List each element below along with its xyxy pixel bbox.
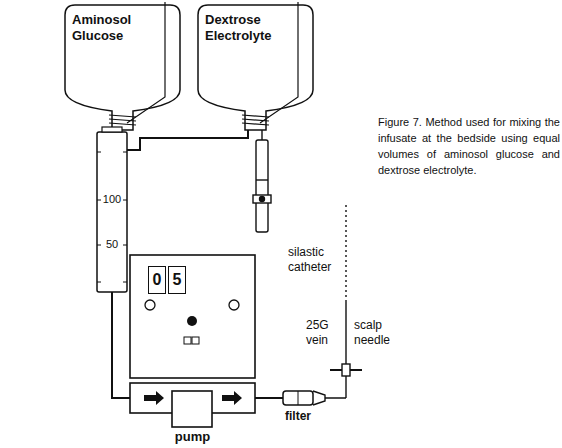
scale-tick — [123, 245, 127, 246]
thread — [109, 123, 136, 125]
infusion-bottle-text: Aminosol Glucose — [72, 12, 144, 43]
pump-knob — [187, 316, 197, 326]
thread — [109, 115, 136, 117]
silastic-catheter-line — [345, 205, 346, 300]
scalp-needle-shaft — [345, 300, 346, 398]
flow-arrow — [222, 391, 242, 405]
infusion-tubing — [112, 292, 130, 398]
pump-lamp — [145, 300, 155, 310]
pump-body — [130, 255, 255, 378]
infusion-bottle-text: Dextrose Electrolyte — [205, 12, 289, 43]
scale-tick — [123, 282, 127, 283]
clamp — [253, 195, 271, 203]
infusion-bottle: Dextrose Electrolyte — [198, 5, 313, 130]
drip-chamber-body — [256, 140, 268, 232]
thread — [242, 123, 269, 125]
part-label: scalp needle — [354, 318, 400, 348]
pump-roller-head — [172, 391, 212, 427]
clamp-roller — [260, 197, 265, 202]
flow-arrow — [144, 391, 164, 405]
infusion-pump-text: pump — [160, 429, 225, 445]
infusion-tubing — [255, 397, 283, 399]
part-label: silastic catheter — [288, 245, 340, 275]
scale-tick — [123, 152, 127, 153]
scale-tick — [97, 152, 101, 153]
needle-set — [313, 205, 362, 405]
filter-body — [283, 391, 313, 405]
in-line-filter-text: filter — [275, 409, 321, 423]
infusion-pump: pump05 — [130, 255, 255, 415]
drip-level — [256, 179, 268, 180]
burette-outline — [97, 132, 127, 292]
burette: 100 50 — [97, 132, 127, 292]
part-label: 25G vein — [306, 318, 338, 348]
scale-tick — [97, 200, 101, 201]
burette-text: 100 — [101, 193, 123, 206]
rate-display-text: 0 — [148, 266, 166, 294]
rate-display-text: 5 — [168, 266, 186, 294]
bottle-outline — [65, 5, 180, 130]
thread — [242, 115, 269, 117]
burette-outline — [97, 132, 127, 292]
burette-text: 50 — [101, 238, 123, 251]
bottle-outline — [198, 5, 313, 130]
rate-display: 05 — [148, 266, 188, 296]
drip-chamber — [253, 130, 271, 232]
air-vent — [260, 2, 298, 123]
pump-switch — [192, 337, 199, 344]
air-vent — [127, 2, 165, 123]
pump-switch — [184, 337, 191, 344]
in-line-filter: filter — [283, 390, 313, 406]
in-line-filter-outline — [283, 390, 313, 406]
filter-cone — [313, 391, 325, 405]
scale-tick — [97, 282, 101, 283]
figure-caption: Figure 7. Method used for mixing the inf… — [378, 114, 560, 178]
pump-lamp — [229, 300, 239, 310]
needle-hub — [342, 364, 350, 376]
infusion-tubing — [127, 130, 248, 150]
scale-tick — [97, 245, 101, 246]
drip-tube — [261, 130, 262, 140]
scale-tick — [123, 200, 127, 201]
infusion-bottle: Aminosol Glucose — [65, 5, 180, 130]
filter-membrane — [298, 391, 299, 405]
burette-cap — [102, 127, 122, 132]
